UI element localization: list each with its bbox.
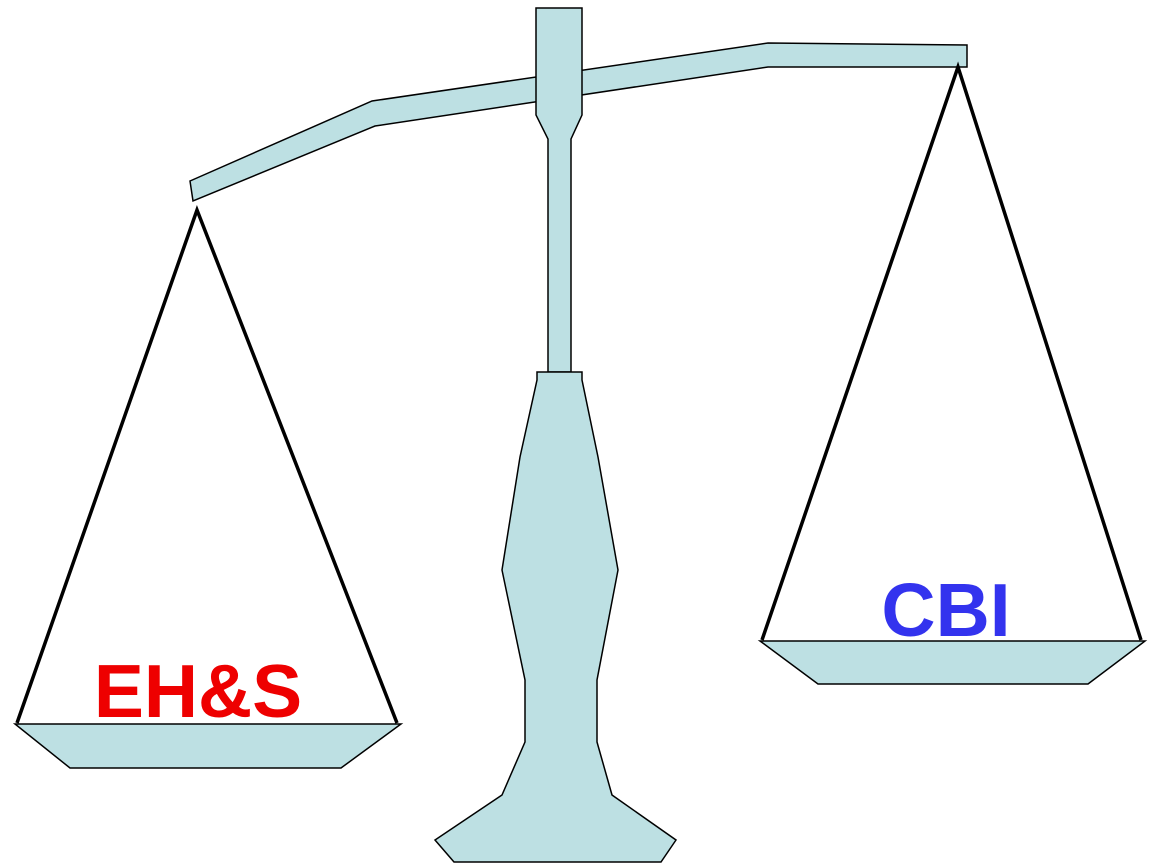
right-pan-label: CBI bbox=[881, 568, 1010, 652]
left-pan-label: EH&S bbox=[94, 649, 302, 733]
scale-post bbox=[535, 7, 583, 373]
scale-pedestal bbox=[433, 371, 678, 863]
right-pan-strings bbox=[760, 61, 1143, 641]
left-pan-strings bbox=[15, 204, 399, 724]
left-pan bbox=[12, 723, 404, 769]
right-pan bbox=[757, 640, 1148, 685]
